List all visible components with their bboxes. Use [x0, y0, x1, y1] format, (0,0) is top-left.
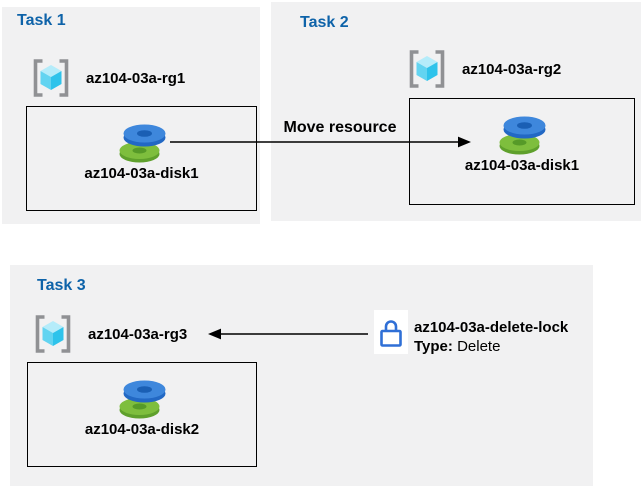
lock-badge — [374, 310, 408, 354]
task1-resource-group-label: az104-03a-rg1 — [86, 69, 186, 87]
task2-resource-label: az104-03a-disk1 — [464, 157, 580, 174]
disk-icon — [499, 116, 546, 155]
lock-type-value: Delete — [452, 338, 501, 355]
resource-group-icon — [35, 315, 71, 353]
task3-panel: Task 3 az104-03a-rg3 az104-03a-disk2 az1… — [10, 265, 593, 486]
lock-annotation: az104-03a-delete-lock Type: Delete — [414, 318, 568, 356]
task1-panel: Task 1 az104-03a-rg1 az104-03a-disk1 — [2, 7, 260, 224]
task2-panel: Task 2 az104-03a-rg2 az104-03a-disk1 — [271, 2, 641, 221]
lock-type-line: Type: Delete — [414, 337, 568, 356]
task1-resource-group: az104-03a-rg1 — [30, 57, 185, 99]
task2-resource-group-label: az104-03a-rg2 — [462, 60, 562, 78]
task3-resource-group-label: az104-03a-rg3 — [88, 325, 188, 343]
task1-resource-label: az104-03a-disk1 — [84, 165, 199, 182]
task3-resource-group: az104-03a-rg3 — [32, 313, 187, 355]
lock-icon — [380, 319, 402, 347]
task1-resource-box: az104-03a-disk1 — [26, 106, 257, 211]
move-resource-label: Move resource — [283, 119, 397, 136]
task3-resource-box: az104-03a-disk2 — [27, 362, 257, 467]
lock-type-label: Type: — [414, 338, 453, 355]
task2-title: Task 2 — [300, 14, 349, 31]
resource-group-icon — [33, 59, 69, 97]
task2-resource-box: az104-03a-disk1 — [409, 98, 635, 205]
task3-resource-label: az104-03a-disk2 — [84, 421, 200, 438]
disk-icon — [119, 380, 166, 419]
disk-icon — [119, 124, 165, 163]
task3-title: Task 3 — [37, 277, 86, 294]
task1-title: Task 1 — [17, 12, 66, 29]
lock-name: az104-03a-delete-lock — [414, 319, 569, 336]
task2-resource-group: az104-03a-rg2 — [406, 48, 561, 90]
resource-group-icon — [409, 50, 445, 88]
